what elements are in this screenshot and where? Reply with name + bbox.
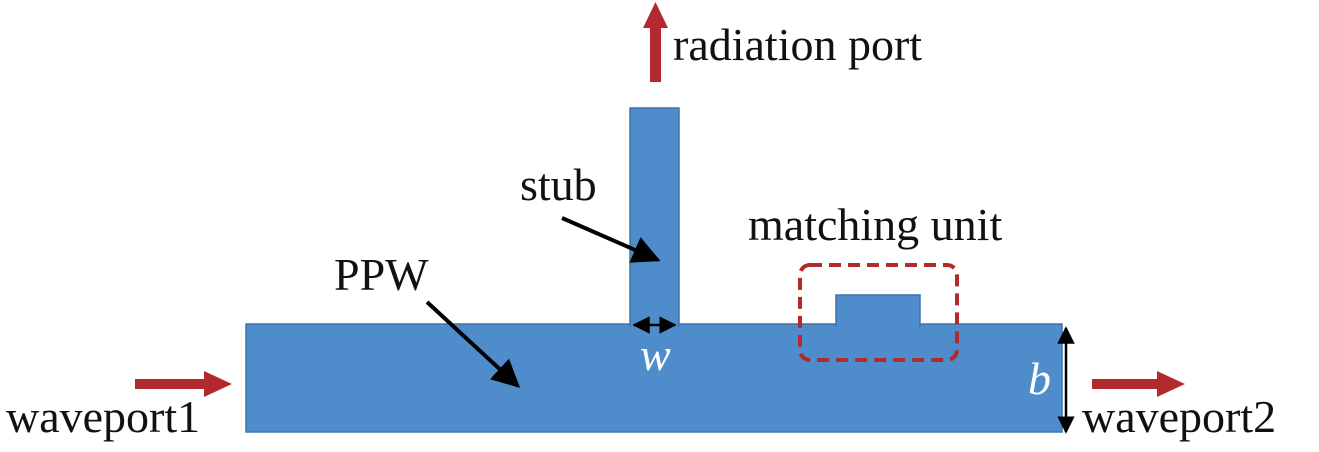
matching-joint-fill [837, 320, 919, 328]
ppw-pointer-arrow [425, 300, 521, 388]
radiation-port-arrow [643, 2, 668, 82]
matching-unit-dashed-box [798, 263, 959, 362]
waveport1-arrow [135, 371, 232, 397]
stub-pointer-arrow [561, 216, 661, 263]
radiation-port-label: radiation port [673, 19, 922, 70]
stub-waveguide [629, 107, 680, 327]
waveport2-arrow [1092, 371, 1185, 397]
width-symbol-label: w [640, 329, 671, 380]
waveport2-label: waveport2 [1082, 391, 1276, 442]
height-symbol-label: b [1028, 353, 1051, 404]
stub-label: stub [520, 159, 597, 210]
ppw-waveguide-body [245, 323, 1063, 433]
matching-unit-label: matching unit [748, 199, 1002, 250]
ppw-label: PPW [334, 249, 429, 300]
waveport1-label: waveport1 [6, 391, 200, 442]
